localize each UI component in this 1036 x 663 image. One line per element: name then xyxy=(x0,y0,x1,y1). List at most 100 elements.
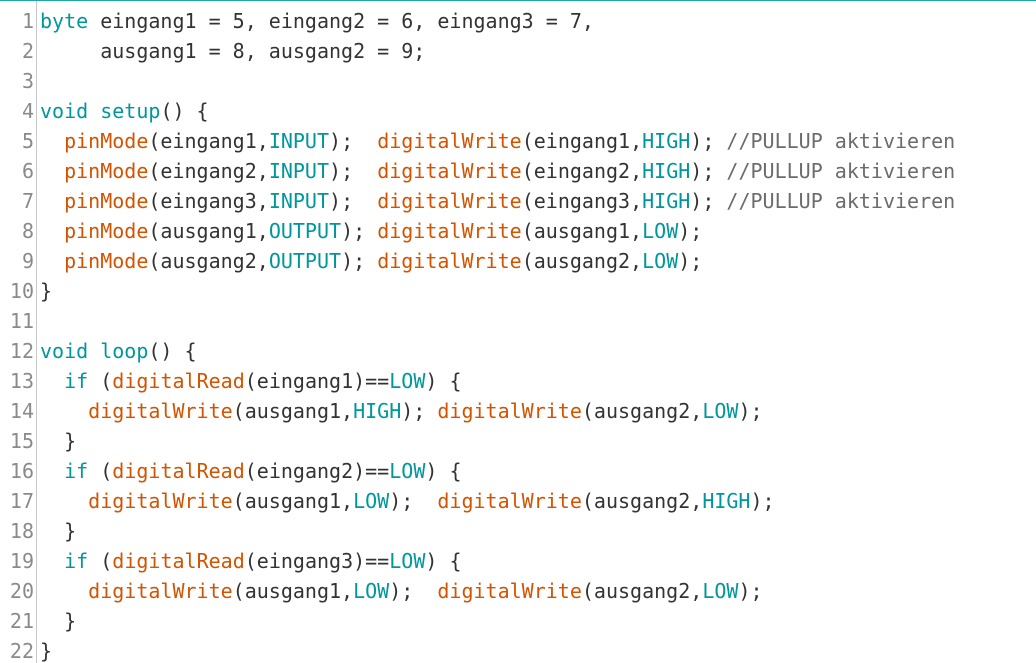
line-code: if (digitalRead(eingang2)==LOW) { xyxy=(40,456,461,486)
line-code: pinMode(ausgang2,OUTPUT); digitalWrite(a… xyxy=(40,246,702,276)
code-token: digitalWrite xyxy=(437,579,582,603)
code-token: LOW xyxy=(642,249,679,273)
code-token: } xyxy=(40,519,77,543)
code-token: digitalRead xyxy=(112,369,245,393)
line-number: 14 xyxy=(9,399,34,423)
code-token: ( xyxy=(88,369,113,393)
code-token: (eingang1, xyxy=(521,129,643,153)
code-line[interactable]: 16 if (digitalRead(eingang2)==LOW) { xyxy=(0,456,1036,486)
line-number: 17 xyxy=(9,489,34,513)
code-token: ( xyxy=(88,459,113,483)
line-code: } xyxy=(40,276,52,306)
code-token: digitalWrite xyxy=(437,489,582,513)
code-token: ); xyxy=(678,249,703,273)
line-code: } xyxy=(40,426,76,456)
gutter-divider xyxy=(36,1,37,663)
code-token: digitalRead xyxy=(112,549,245,573)
code-token: () { xyxy=(160,99,209,123)
code-line[interactable]: 18 } xyxy=(0,516,1036,546)
code-token: ); xyxy=(329,129,378,153)
code-token: LOW xyxy=(353,579,390,603)
line-code: pinMode(eingang1,INPUT); digitalWrite(ei… xyxy=(40,126,955,156)
code-line[interactable]: 3 xyxy=(0,66,1036,96)
code-line[interactable]: 10} xyxy=(0,276,1036,306)
code-token: ); xyxy=(341,219,378,243)
code-token: //PULLUP aktivieren xyxy=(726,189,956,213)
code-token: pinMode xyxy=(64,129,149,153)
line-code: if (digitalRead(eingang1)==LOW) { xyxy=(40,366,461,396)
code-token: (ausgang2, xyxy=(581,579,703,603)
code-line[interactable]: 2 ausgang1 = 8, ausgang2 = 9; xyxy=(0,36,1036,66)
code-token: (eingang3, xyxy=(148,189,269,213)
code-line[interactable]: 15 } xyxy=(0,426,1036,456)
code-line[interactable]: 19 if (digitalRead(eingang3)==LOW) { xyxy=(0,546,1036,576)
code-token: OUTPUT xyxy=(268,249,342,273)
code-token: LOW xyxy=(389,459,426,483)
code-token: LOW xyxy=(389,369,426,393)
code-token xyxy=(40,459,64,483)
code-token: LOW xyxy=(389,549,426,573)
code-line[interactable]: 20 digitalWrite(ausgang1,LOW); digitalWr… xyxy=(0,576,1036,606)
code-token: pinMode xyxy=(64,159,149,183)
line-code: if (digitalRead(eingang3)==LOW) { xyxy=(40,546,461,576)
code-token: ); xyxy=(690,189,727,213)
code-token: pinMode xyxy=(64,189,149,213)
line-code: digitalWrite(ausgang1,LOW); digitalWrite… xyxy=(40,576,762,606)
code-token: () { xyxy=(148,339,197,363)
code-line[interactable]: 22} xyxy=(0,636,1036,663)
code-line[interactable]: 17 digitalWrite(ausgang1,LOW); digitalWr… xyxy=(0,486,1036,516)
code-line[interactable]: 11 xyxy=(0,306,1036,336)
code-token: ); xyxy=(678,219,703,243)
code-token xyxy=(40,249,64,273)
code-token: setup xyxy=(100,99,161,123)
code-token: INPUT xyxy=(268,129,330,153)
code-token xyxy=(40,159,64,183)
line-number: 5 xyxy=(21,129,34,153)
code-token: ); xyxy=(329,189,378,213)
line-number: 19 xyxy=(9,549,34,573)
code-token: OUTPUT xyxy=(268,219,342,243)
line-code: } xyxy=(40,636,52,663)
code-token: digitalWrite xyxy=(88,489,233,513)
line-number: 12 xyxy=(9,339,34,363)
code-token: INPUT xyxy=(268,159,330,183)
code-token: (ausgang1, xyxy=(148,219,269,243)
code-token: ausgang1 = 8, ausgang2 = 9; xyxy=(40,39,426,63)
code-token: //PULLUP aktivieren xyxy=(726,129,956,153)
code-token: ); xyxy=(401,399,438,423)
code-token: digitalWrite xyxy=(377,219,522,243)
code-line[interactable]: 7 pinMode(eingang3,INPUT); digitalWrite(… xyxy=(0,186,1036,216)
code-token: (ausgang1, xyxy=(232,579,354,603)
code-token xyxy=(40,549,64,573)
code-token: pinMode xyxy=(64,219,149,243)
code-token: HIGH xyxy=(702,489,751,513)
code-line[interactable]: 9 pinMode(ausgang2,OUTPUT); digitalWrite… xyxy=(0,246,1036,276)
code-line[interactable]: 13 if (digitalRead(eingang1)==LOW) { xyxy=(0,366,1036,396)
line-number: 21 xyxy=(9,609,34,633)
code-line[interactable]: 8 pinMode(ausgang1,OUTPUT); digitalWrite… xyxy=(0,216,1036,246)
code-line[interactable]: 21 } xyxy=(0,606,1036,636)
line-number: 6 xyxy=(21,159,34,183)
code-token: ); xyxy=(389,489,438,513)
code-token: digitalWrite xyxy=(88,579,233,603)
code-line[interactable]: 5 pinMode(eingang1,INPUT); digitalWrite(… xyxy=(0,126,1036,156)
code-token xyxy=(40,579,88,603)
code-token: LOW xyxy=(353,489,390,513)
code-line[interactable]: 6 pinMode(eingang2,INPUT); digitalWrite(… xyxy=(0,156,1036,186)
code-token: void xyxy=(40,339,89,363)
code-line[interactable]: 14 digitalWrite(ausgang1,HIGH); digitalW… xyxy=(0,396,1036,426)
line-number: 13 xyxy=(9,369,34,393)
line-number: 7 xyxy=(21,189,34,213)
code-token: (ausgang1, xyxy=(232,489,354,513)
line-number: 10 xyxy=(9,279,34,303)
line-code: pinMode(eingang2,INPUT); digitalWrite(ei… xyxy=(40,156,955,186)
line-number: 2 xyxy=(21,39,34,63)
code-token: (eingang3, xyxy=(521,189,643,213)
line-number: 20 xyxy=(9,579,34,603)
line-code: } xyxy=(40,516,76,546)
